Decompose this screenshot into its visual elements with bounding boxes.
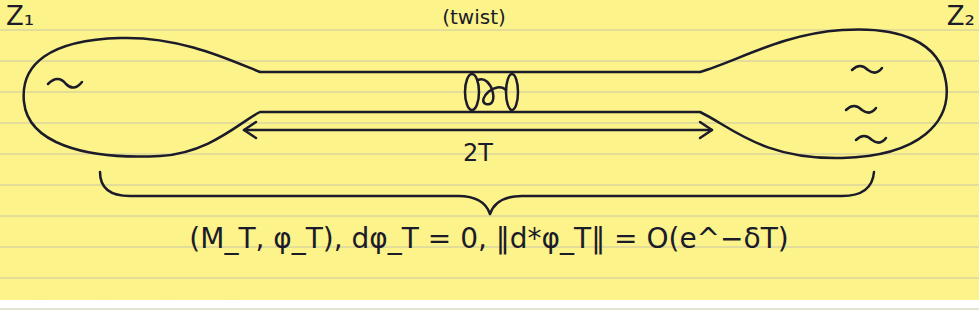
manifold-name: Z₁ (6, 2, 34, 31)
twist-symbol (478, 79, 506, 104)
arrow-head (700, 122, 712, 138)
length-arrow (244, 129, 712, 132)
formula: (M_T, φ_T), dφ_T = 0, ‖d*φ_T‖ = O(e^−δT) (189, 224, 788, 255)
hole-symbol (852, 66, 882, 73)
arrow-head (244, 122, 256, 138)
manifold-name: Z₂ (947, 2, 975, 31)
twist-note: (twist) (442, 6, 506, 28)
highlight-band (0, 285, 979, 300)
brace (100, 172, 874, 214)
dumbbell-outline (24, 29, 947, 158)
length-label: 2T (463, 140, 493, 166)
highlight-band (0, 0, 979, 300)
twist-symbol (465, 74, 479, 110)
twist-symbol (506, 74, 518, 110)
hole-symbol (846, 106, 876, 113)
hole-symbol (48, 79, 82, 88)
ruled-lines (0, 30, 979, 309)
hole-symbol (856, 136, 886, 143)
